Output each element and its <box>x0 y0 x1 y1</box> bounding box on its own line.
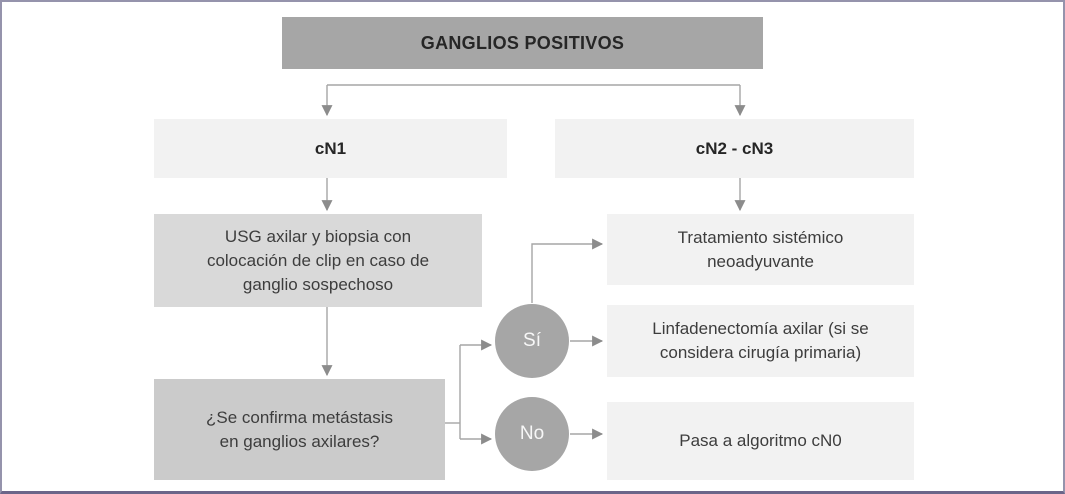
node-question-metastasis: ¿Se confirma metástasis en ganglios axil… <box>154 379 445 480</box>
decision-yes-label: Sí <box>523 330 541 351</box>
node-cn0-algorithm-label: Pasa a algoritmo cN0 <box>679 431 842 450</box>
connector-yes-to-neoadjuvant <box>531 238 604 303</box>
node-axillary-lymphadenectomy: Linfadenectomía axilar (si se considera … <box>607 305 914 377</box>
node-cn2-cn3: cN2 - cN3 <box>555 119 914 178</box>
node-axillary-lymphadenectomy-label: Linfadenectomía axilar (si se considera … <box>652 319 869 362</box>
decision-circle-yes: Sí <box>495 304 569 378</box>
node-usg-biopsia: USG axilar y biopsia con colocación de c… <box>154 214 482 307</box>
node-cn0-algorithm: Pasa a algoritmo cN0 <box>607 402 914 480</box>
decision-circle-no: No <box>495 397 569 471</box>
node-usg-biopsia-label: USG axilar y biopsia con colocación de c… <box>206 226 430 294</box>
node-neoadjuvant-treatment-label: Tratamiento sistémico neoadyuvante <box>677 227 844 271</box>
header-label: GANGLIOS POSITIVOS <box>420 33 625 53</box>
node-cn1-label: cN1 <box>314 138 347 158</box>
header-ganglios-positivos: GANGLIOS POSITIVOS <box>282 17 763 69</box>
node-neoadjuvant-treatment: Tratamiento sistémico neoadyuvante <box>607 214 914 285</box>
node-question-metastasis-label: ¿Se confirma metástasis en ganglios axil… <box>205 407 394 451</box>
node-cn2-cn3-label: cN2 - cN3 <box>695 138 774 158</box>
decision-no-label: No <box>519 423 545 444</box>
node-cn1: cN1 <box>154 119 507 178</box>
